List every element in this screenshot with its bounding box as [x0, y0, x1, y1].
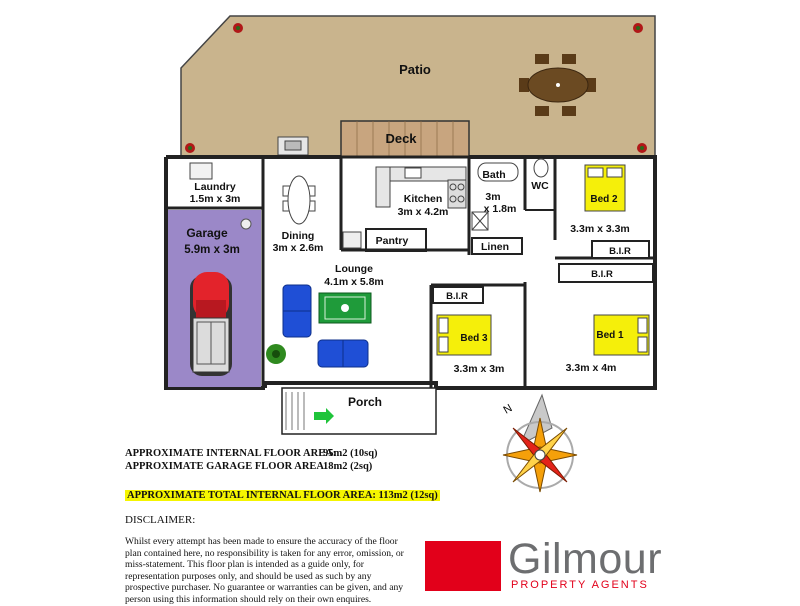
house-walls [164, 155, 657, 390]
bath-size-b: x 1.8m [484, 203, 517, 215]
dining-size: 3m x 2.6m [273, 242, 324, 254]
floor-area-summary: APPROXIMATE INTERNAL FLOOR AREA: 95m2 (1… [125, 447, 425, 473]
brand-logo-mark [425, 541, 501, 591]
garage-area-label: APPROXIMATE GARAGE FLOOR AREA: [125, 461, 328, 472]
linen-label: Linen [481, 241, 509, 253]
garage-label: Garage [186, 226, 228, 240]
garage-area-row: APPROXIMATE GARAGE FLOOR AREA: 18m2 (2sq… [125, 460, 425, 473]
total-area-highlight: APPROXIMATE TOTAL INTERNAL FLOOR AREA: 1… [125, 490, 440, 501]
garage-area-value: 18m2 (2sq) [323, 461, 373, 472]
patio-label: Patio [399, 62, 431, 77]
entry-arrow-icon [314, 408, 334, 424]
garage-size: 5.9m x 3m [184, 244, 240, 256]
patio-plant-icon [185, 143, 195, 153]
bir-bed1-label: B.I.R [591, 269, 613, 280]
bir-bed3-label: B.I.R [446, 291, 468, 302]
brand-tagline: PROPERTY AGENTS [511, 579, 649, 591]
internal-area-label: APPROXIMATE INTERNAL FLOOR AREA: [125, 448, 337, 459]
hot-water-icon [240, 218, 252, 230]
bed3-label: Bed 3 [460, 333, 488, 344]
disclaimer-title: DISCLAIMER: [125, 514, 196, 526]
internal-area-value: 95m2 (10sq) [323, 448, 378, 459]
toilet-icon [533, 158, 549, 178]
outdoor-dining-table-icon [519, 54, 596, 116]
car-icon [190, 272, 232, 376]
sink-icon [404, 167, 422, 179]
bed2-bir [591, 240, 650, 259]
lounge-size: 4.1m x 5.8m [324, 276, 384, 288]
bed2-size: 3.3m x 3.3m [570, 223, 630, 235]
bath-label: Bath [482, 169, 505, 181]
sofa-icon [317, 339, 369, 368]
linen-cupboard [471, 237, 523, 255]
deck-label: Deck [385, 131, 417, 146]
fridge-icon [342, 231, 362, 249]
lounge-label: Lounge [335, 263, 373, 275]
disclaimer-text: Whilst every attempt has been made to en… [125, 536, 404, 605]
rug-icon [318, 292, 372, 324]
bed2-label: Bed 2 [590, 194, 618, 205]
kitchen-size: 3m x 4.2m [398, 206, 449, 218]
pantry-label: Pantry [376, 235, 409, 247]
dining-table-icon [282, 175, 316, 225]
bath-size-a: 3m [485, 191, 500, 203]
laundry-size: 1.5m x 3m [190, 193, 241, 205]
kitchen-label: Kitchen [404, 193, 443, 205]
porch-label: Porch [348, 395, 382, 409]
brand-name: Gilmour [508, 535, 663, 583]
bathtub-icon [477, 162, 519, 182]
compass-north-label: N [502, 402, 515, 416]
bed3-size: 3.3m x 3m [454, 363, 505, 375]
bed3-bir [432, 286, 484, 304]
laundry-tub-icon [189, 162, 213, 180]
bir-bed2-label: B.I.R [609, 246, 631, 257]
compass-icon [509, 393, 571, 440]
patio-plant-icon [637, 143, 647, 153]
bed1-size: 3.3m x 4m [566, 362, 617, 374]
bed1-bir [558, 263, 654, 283]
bed1-label: Bed 1 [596, 330, 624, 341]
dining-label: Dining [282, 230, 315, 242]
internal-area-row: APPROXIMATE INTERNAL FLOOR AREA: 95m2 (1… [125, 447, 425, 460]
sofa-icon [282, 284, 312, 338]
patio-plant-icon [633, 23, 643, 33]
plant-icon [266, 344, 286, 364]
wc-label: WC [531, 180, 549, 192]
floor-plan: Patio Deck Garage 5.9m x 3m [164, 15, 657, 440]
stove-icon [447, 179, 467, 209]
porch-area [281, 387, 437, 435]
compass-lower [502, 440, 578, 493]
patio-plant-icon [233, 23, 243, 33]
bbq-icon [277, 136, 309, 156]
laundry-label: Laundry [194, 181, 236, 193]
